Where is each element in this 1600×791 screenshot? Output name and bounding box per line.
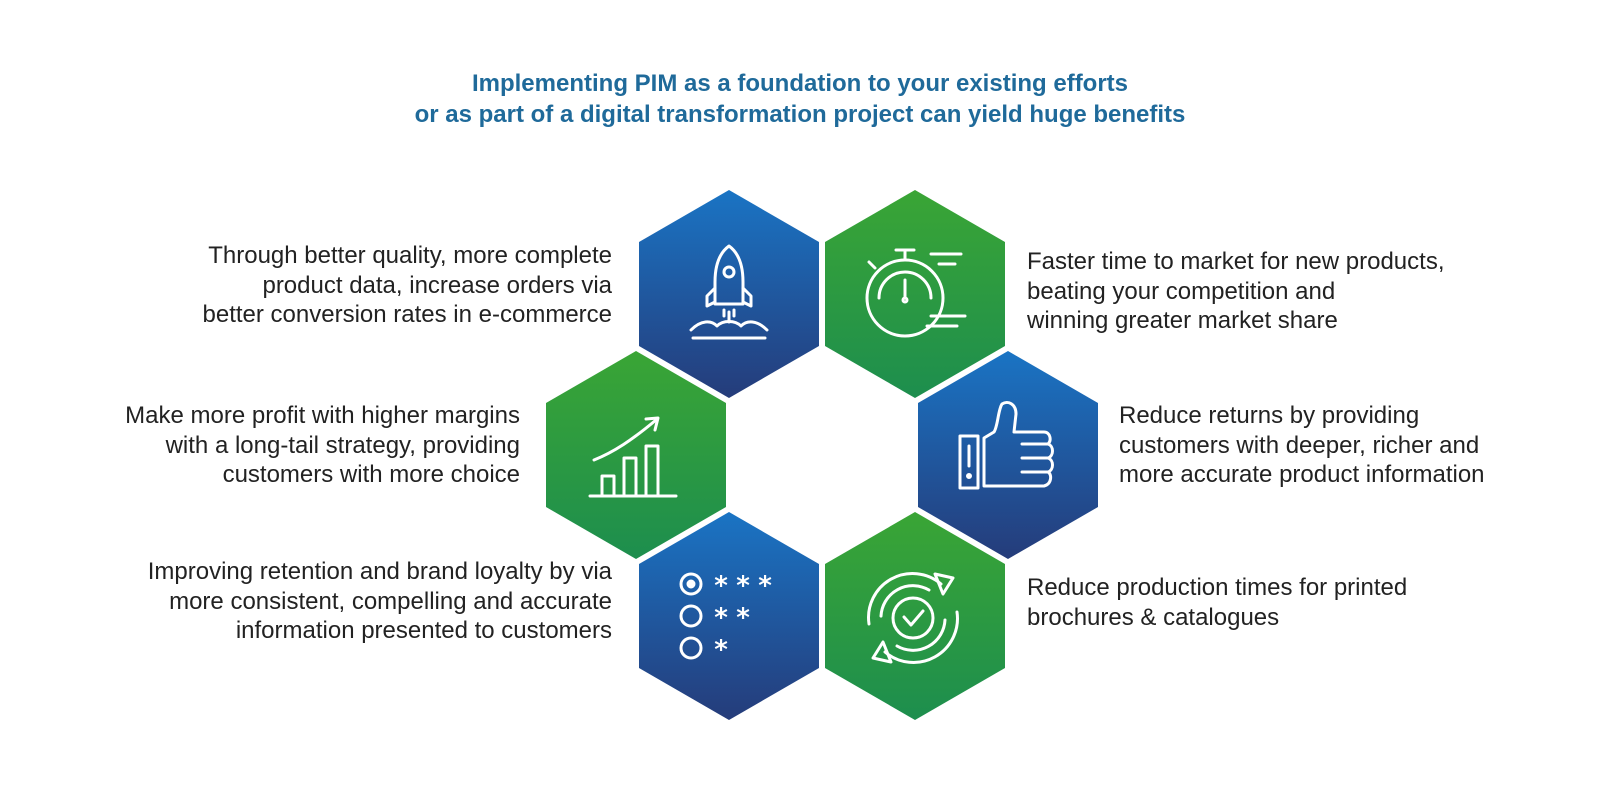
title-line-2: or as part of a digital transformation p… (414, 101, 1186, 128)
svg-text:*: * (736, 571, 750, 601)
benefit-line: with a long-tail strategy, providing (165, 431, 520, 459)
hexagon-star-rating: * * * * * * (639, 512, 819, 720)
benefit-line: Improving retention and brand loyalty by… (147, 558, 612, 585)
title-line-1: Implementing PIM as a foundation to your… (471, 70, 1129, 97)
page-title: Implementing PIM as a foundation to your… (0, 68, 1600, 130)
svg-text:*: * (736, 603, 750, 633)
svg-text:*: * (714, 571, 728, 601)
benefit-line: brochures & catalogues (1027, 603, 1280, 631)
rocket-icon (689, 244, 769, 340)
hexagon-cycle-check (825, 512, 1005, 720)
benefit-line: Faster time to market for new products, (1027, 248, 1445, 275)
benefit-text-returns: Reduce returns by providing customers wi… (1119, 401, 1485, 490)
svg-text:*: * (758, 571, 772, 601)
benefit-line: winning greater market share (1027, 307, 1338, 334)
benefit-line: beating your competition and (1027, 277, 1336, 305)
svg-text:*: * (714, 603, 728, 633)
benefit-text-conversion: Through better quality, more complete pr… (203, 241, 613, 330)
svg-text:*: * (714, 635, 728, 665)
benefit-line: Reduce returns by providing (1119, 402, 1420, 429)
benefit-line: customers with more choice (222, 461, 520, 488)
benefit-line: information presented to customers (235, 617, 612, 644)
cycle-check-icon (867, 572, 959, 664)
star-rating-icon: * * * * * * (679, 571, 772, 665)
benefit-text-profit: Make more profit with higher margins wit… (125, 401, 520, 490)
benefit-line: customers with deeper, richer and (1119, 431, 1480, 459)
benefit-line: Through better quality, more complete (208, 242, 612, 269)
stopwatch-icon (865, 248, 967, 338)
benefit-text-production: Reduce production times for printed broc… (1027, 573, 1407, 632)
hexagon-thumbs-up (918, 351, 1098, 559)
benefit-line: product data, increase orders via (262, 271, 612, 299)
benefit-text-retention: Improving retention and brand loyalty by… (148, 557, 612, 646)
growth-chart-icon (588, 416, 678, 498)
benefit-line: Reduce production times for printed (1027, 574, 1408, 601)
benefit-line: more consistent, compelling and accurate (169, 587, 612, 615)
hexagon-stopwatch (825, 190, 1005, 398)
hexagon-growth-chart (546, 351, 726, 559)
hexagon-rocket (639, 190, 819, 398)
benefit-text-time-to-market: Faster time to market for new products, … (1027, 247, 1444, 336)
thumbs-up-icon (958, 400, 1054, 490)
benefit-line: more accurate product information (1119, 461, 1485, 488)
benefit-line: better conversion rates in e-commerce (202, 301, 613, 328)
benefit-line: Make more profit with higher margins (125, 402, 520, 429)
